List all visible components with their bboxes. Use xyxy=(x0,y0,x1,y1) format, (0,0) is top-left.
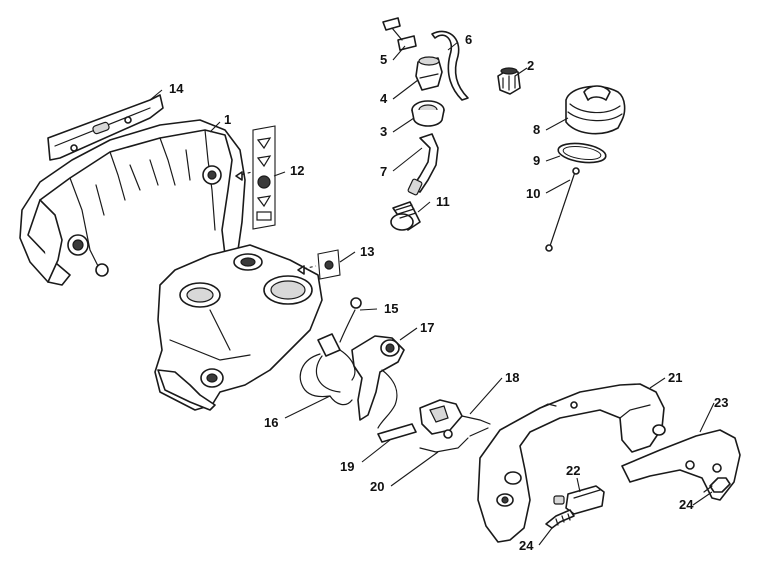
part-5-fitting xyxy=(382,17,417,51)
callout-4: 4 xyxy=(380,91,388,106)
part-6-hose xyxy=(431,30,469,101)
callout-16: 16 xyxy=(264,415,278,430)
callout-18: 18 xyxy=(505,370,519,385)
part-7-fuel-line xyxy=(407,133,439,196)
callout-9: 9 xyxy=(533,153,540,168)
callout-1: 1 xyxy=(224,112,231,127)
part-20-wire xyxy=(419,427,489,453)
callout-15: 15 xyxy=(384,301,398,316)
callout-13: 13 xyxy=(360,244,374,259)
part-1-handle-frame xyxy=(19,119,246,286)
part-3-grommet xyxy=(411,100,445,127)
part-10-retainer xyxy=(545,167,580,252)
part-15-switch xyxy=(317,297,362,357)
part-13-decal xyxy=(297,249,341,280)
part-19-rod xyxy=(377,423,417,443)
part-24-screw-left xyxy=(545,509,575,529)
part-9-o-ring xyxy=(557,142,607,164)
callout-5: 5 xyxy=(380,52,387,67)
callout-6: 6 xyxy=(465,32,472,47)
callout-8: 8 xyxy=(533,122,540,137)
callout-14: 14 xyxy=(169,81,184,96)
callout-24-right: 24 xyxy=(679,497,694,512)
part-16-wire-harness xyxy=(299,349,356,406)
part-11-filter xyxy=(390,201,421,231)
part-4-valve xyxy=(415,56,443,91)
part-24-screw-right xyxy=(703,477,731,493)
fuel-tank xyxy=(154,244,323,411)
callout-7: 7 xyxy=(380,164,387,179)
part-18-holder xyxy=(419,399,491,439)
callout-2: 2 xyxy=(527,58,534,73)
part-17-trigger xyxy=(351,335,405,429)
callout-23: 23 xyxy=(714,395,728,410)
part-2-vent xyxy=(497,67,521,95)
part-23-handle-cover xyxy=(621,429,741,501)
callout-21: 21 xyxy=(668,370,682,385)
callout-10: 10 xyxy=(526,186,540,201)
callout-20: 20 xyxy=(370,479,384,494)
callout-19: 19 xyxy=(340,459,354,474)
callout-24-left: 24 xyxy=(519,538,534,553)
callout-22: 22 xyxy=(566,463,580,478)
callout-11: 11 xyxy=(436,194,450,209)
part-22-lever xyxy=(553,485,605,515)
callout-12: 12 xyxy=(290,163,304,178)
callout-labels: 14 1 5 4 3 7 6 2 8 9 10 11 12 13 15 17 1… xyxy=(169,32,728,553)
part-21-rear-handle xyxy=(477,383,666,543)
part-8-tank-cap xyxy=(565,85,626,135)
part-12-decal xyxy=(235,125,276,230)
callout-3: 3 xyxy=(380,124,387,139)
leader-lines xyxy=(149,41,715,546)
callout-17: 17 xyxy=(420,320,434,335)
